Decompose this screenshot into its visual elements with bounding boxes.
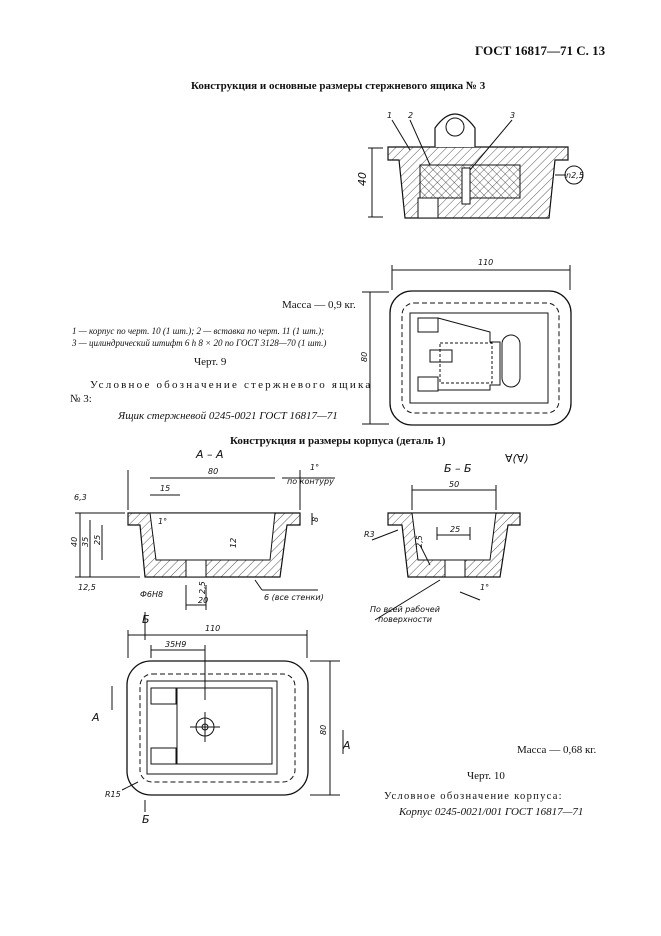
dim-aa-wall: 6 (все стенки) <box>264 593 324 602</box>
figure-label-10: Черт. 10 <box>467 770 505 782</box>
cut-mark-b-bottom: Б <box>142 813 150 826</box>
section-title-housing: Конструкция и размеры корпуса (деталь 1) <box>230 435 446 447</box>
dim-aa-25: 25 <box>93 535 102 545</box>
dim-aa-contour: по контуру <box>287 477 334 486</box>
surface-symbol: ∀(∀) <box>505 452 529 465</box>
page-header-code: ГОСТ 16817—71 С. 13 <box>475 43 606 58</box>
dim-aa-15: 15 <box>160 484 170 493</box>
dim-aa-8: 8 <box>311 517 320 522</box>
figure-label-9: Черт. 9 <box>194 356 227 368</box>
mass-housing: Масса — 0,68 кг. <box>517 744 597 756</box>
dim-depth-80: 80 <box>360 352 369 362</box>
designation-label-core-box-number: № 3: <box>70 393 92 405</box>
view-label-bb: Б – Б <box>444 462 472 475</box>
dim-aa-80: 80 <box>208 467 218 476</box>
housing-plan-view <box>111 612 344 812</box>
designation-label-core-box: Условное обозначение стержневого ящика <box>90 379 373 391</box>
rough-aa-63: 6,3 <box>74 493 87 502</box>
callout-2: 2 <box>408 111 413 120</box>
cut-mark-b-top: Б <box>142 613 150 626</box>
designation-label-housing: Условное обозначение корпуса: <box>384 791 563 802</box>
designation-value-housing: Корпус 0245-0021/001 ГОСТ 16817—71 <box>399 806 584 818</box>
rough-aa-125: 12,5 <box>78 583 96 592</box>
dim-bb-2-5: 2,5 <box>415 535 424 548</box>
designation-value-core-box: Ящик стержневой 0245-0021 ГОСТ 16817—71 <box>118 410 338 422</box>
core-box-plan-view <box>362 265 572 426</box>
dim-plan-110: 110 <box>205 624 220 633</box>
dim-bb-angle: 1° <box>480 583 489 592</box>
dim-aa-35: 35 <box>81 537 90 547</box>
legend-line-1: 1 — корпус по черт. 10 (1 шт.); 2 — вста… <box>72 326 325 336</box>
dim-aa-angle-inner: 1° <box>158 517 167 526</box>
callout-1: 1 <box>387 111 392 120</box>
dim-bb-25: 25 <box>450 525 460 534</box>
cut-mark-a-left: А <box>91 711 100 724</box>
mass-core-box: Масса — 0,9 кг. <box>282 299 356 311</box>
dim-bb-r3: R3 <box>364 530 375 539</box>
dim-height-40: 40 <box>356 172 369 186</box>
legend-line-2: 3 — цилиндрический штифт 6 h 8 × 20 по Г… <box>72 338 327 348</box>
dim-aa-angle: 1° <box>310 463 319 472</box>
dim-aa-d6h8: Ф6Н8 <box>140 590 163 599</box>
note-bb-line-1: По всей рабочей <box>370 605 440 614</box>
dim-aa-40: 40 <box>70 537 79 547</box>
roughness-mark: n2,5 <box>566 171 584 180</box>
housing-section-aa <box>75 470 335 610</box>
dim-aa-12: 12 <box>229 538 238 548</box>
dim-plan-r15: R15 <box>105 790 121 799</box>
view-label-aa: А – А <box>195 448 224 461</box>
dim-plan-80: 80 <box>319 725 328 735</box>
dim-aa-2-5: 2,5 <box>198 581 207 594</box>
note-bb-line-2: поверхности <box>378 615 432 624</box>
housing-section-bb <box>371 485 521 621</box>
core-box-section-view <box>368 113 584 219</box>
dim-aa-20: 20 <box>198 596 208 605</box>
dim-width-110: 110 <box>478 258 493 267</box>
dim-bb-50: 50 <box>449 480 459 489</box>
callout-3: 3 <box>510 111 515 120</box>
dim-plan-35h9: 35Н9 <box>165 640 186 649</box>
cut-mark-a-right: А <box>342 739 351 752</box>
section-title-core-box: Конструкция и основные размеры стержнево… <box>191 80 486 92</box>
